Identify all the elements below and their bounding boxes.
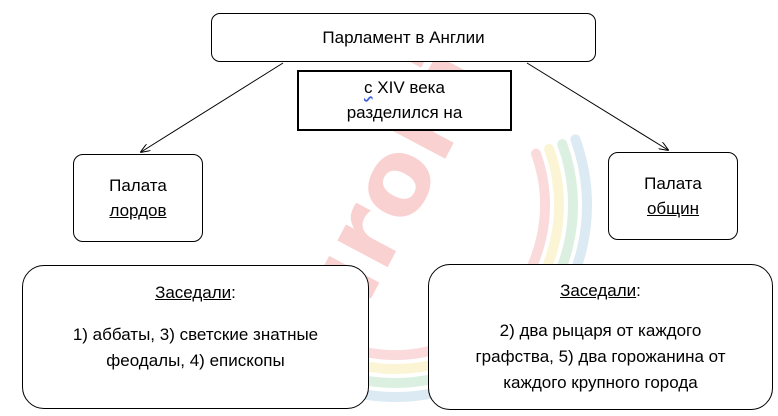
- lords-heading-word: Заседали: [155, 283, 232, 302]
- commons-label-line2: общин: [646, 199, 700, 218]
- parliament-title: Парламент в Англии: [322, 27, 485, 47]
- lords-members-box: Заседали: 1) аббаты, 3) светские знатные…: [22, 265, 369, 409]
- commons-members-line-a: 2) два рыцаря от каждого: [499, 320, 702, 340]
- arrow-to-commons: [526, 62, 668, 150]
- house-of-lords-box: Палата лордов: [73, 154, 203, 242]
- commons-members-box: Заседали: 2) два рыцаря от каждого графс…: [428, 264, 773, 410]
- note-rest: XIV века: [372, 77, 445, 97]
- commons-heading: Заседали:: [560, 278, 641, 304]
- commons-heading-colon: :: [636, 281, 641, 300]
- lords-members-text: 1) аббаты, 3) светские знатные феодалы, …: [73, 322, 318, 375]
- arrow-to-lords: [141, 62, 284, 152]
- split-note-box: с XIV века разделился на: [297, 70, 512, 131]
- split-note-line1: с XIV века: [364, 76, 445, 101]
- commons-heading-word: Заседали: [560, 281, 637, 300]
- lords-members-line-a: 1) аббаты, 3) светские знатные: [72, 324, 319, 344]
- note-prefix: с: [364, 77, 373, 97]
- lords-heading: Заседали:: [155, 280, 236, 306]
- parliament-title-box: Парламент в Англии: [211, 13, 596, 62]
- lords-heading-colon: :: [231, 283, 236, 302]
- lords-label-line2: лордов: [109, 201, 167, 220]
- commons-members-line-c: каждого крупного города: [503, 373, 698, 393]
- commons-members-text: 2) два рыцаря от каждого графства, 5) дв…: [475, 318, 725, 397]
- lords-label-line1: Палата: [109, 175, 167, 195]
- commons-label-line1: Палата: [644, 173, 702, 193]
- lords-members-line-b: феодалы, 4) епископы: [106, 350, 285, 370]
- commons-members-line-b: графства, 5) два горожанина от: [475, 346, 726, 366]
- house-of-commons-box: Палата общин: [608, 152, 738, 240]
- split-note-line2: разделился на: [346, 102, 463, 122]
